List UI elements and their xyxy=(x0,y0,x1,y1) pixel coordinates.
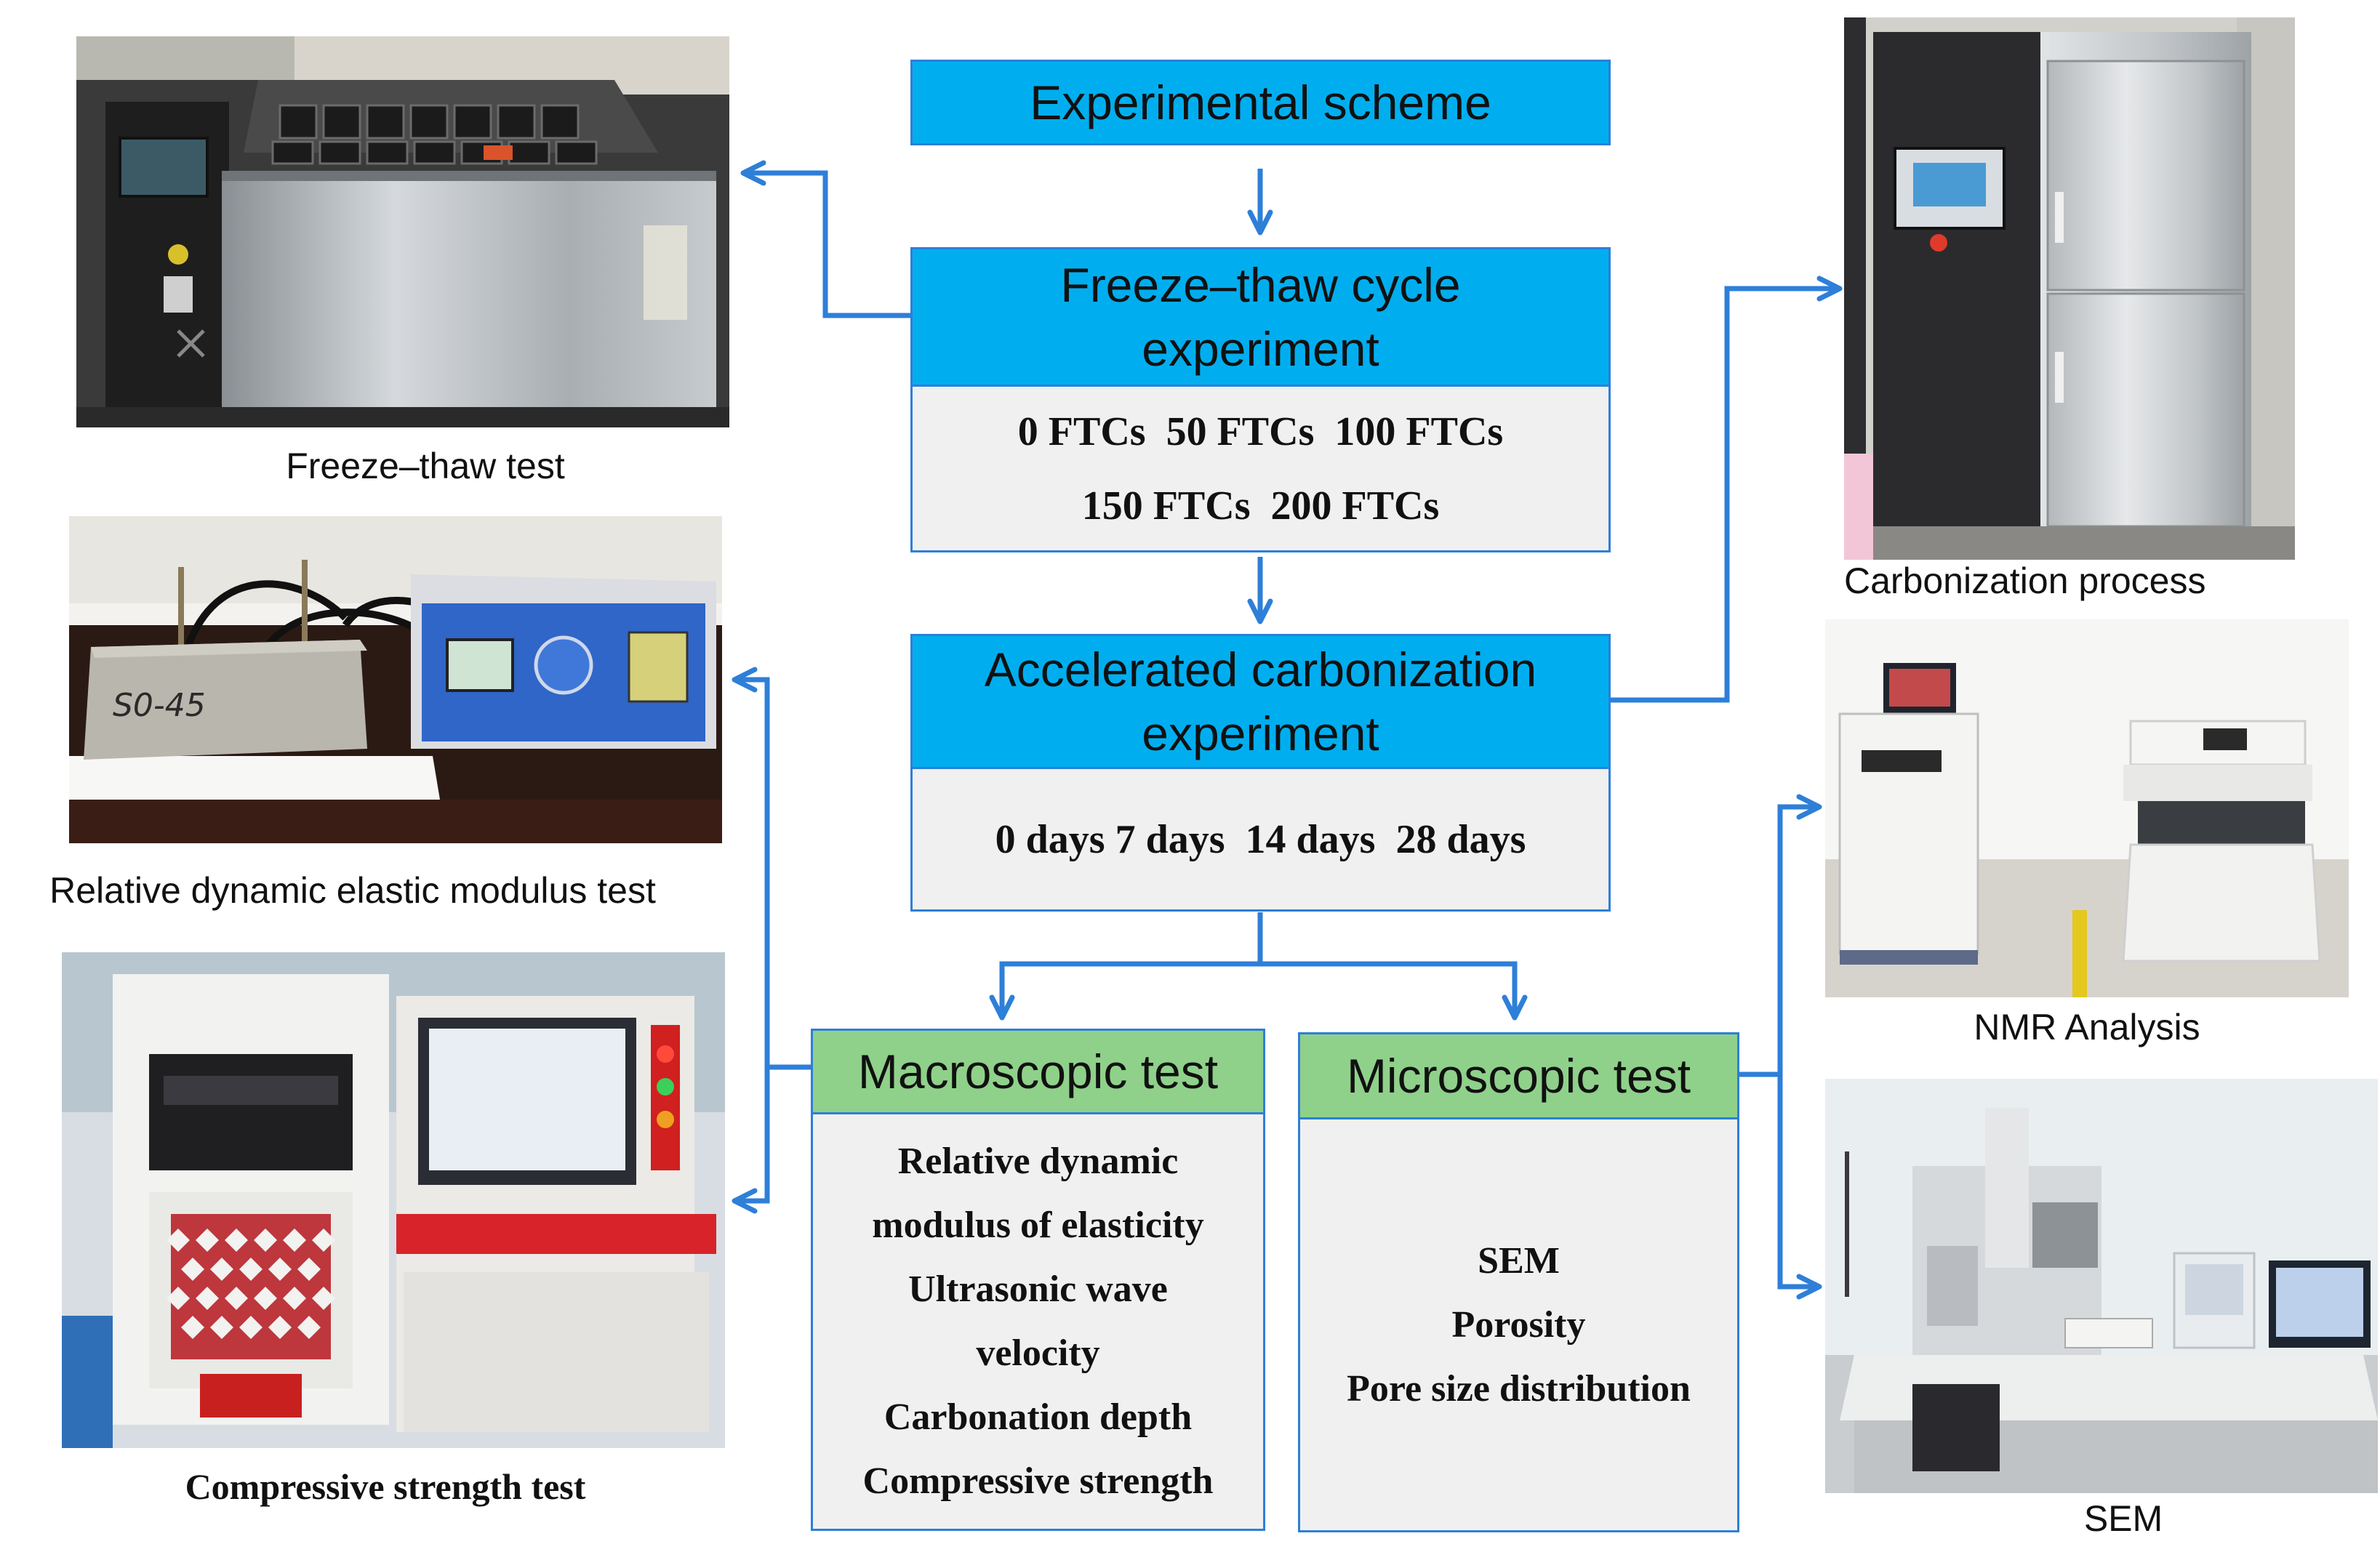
carbonization-photo xyxy=(1844,17,2295,560)
freeze-thaw-title-line-1: Freeze–thaw cycle xyxy=(1060,258,1461,312)
carbonization-duration-line: 0 days 7 days 14 days 28 days xyxy=(995,816,1526,862)
microscopic-item: SEM xyxy=(1478,1239,1560,1282)
freeze-thaw-header: Freeze–thaw cycle experiment xyxy=(910,247,1611,387)
experimental-scheme-title: Experimental scheme xyxy=(1030,76,1491,129)
macroscopic-item-line: modulus of elasticity xyxy=(872,1205,1204,1246)
freeze-thaw-cycles-line-1: 0 FTCs 50 FTCs 100 FTCs xyxy=(1017,409,1504,454)
arrow-carb-to-photo xyxy=(1610,276,1843,703)
specimen-mark: S0-45 xyxy=(113,687,206,724)
compressive-strength-photo-caption: Compressive strength test xyxy=(185,1466,586,1507)
arrow-freeze-to-photo xyxy=(740,160,910,318)
compressive-strength-photo xyxy=(62,952,725,1448)
arrow-carb-to-micro xyxy=(1260,961,1528,1021)
carbonization-photo-caption: Carbonization process xyxy=(1844,560,2206,601)
nmr-photo-caption: NMR Analysis xyxy=(1974,1007,2200,1048)
carbonization-durations: 0 days 7 days 14 days 28 days xyxy=(910,769,1611,912)
microscopic-header: Microscopic test xyxy=(1298,1032,1739,1119)
sem-photo-caption: SEM xyxy=(2083,1498,2163,1539)
arrow-macro-to-modulus xyxy=(732,667,811,1070)
arrow-micro-to-nmr xyxy=(1777,794,1822,1074)
macroscopic-items: Relative dynamic modulus of elasticity U… xyxy=(811,1114,1265,1531)
macroscopic-title: Macroscopic test xyxy=(857,1045,1219,1098)
dynamic-modulus-photo-caption: Relative dynamic elastic modulus test xyxy=(49,870,656,911)
freeze-thaw-photo xyxy=(76,36,729,427)
macroscopic-header: Macroscopic test xyxy=(811,1029,1265,1114)
carbonization-title-line-1: Accelerated carbonization xyxy=(984,643,1537,696)
macroscopic-item-line: velocity xyxy=(976,1332,1100,1374)
sem-photo xyxy=(1825,1079,2378,1493)
dynamic-modulus-photo: S0-45 xyxy=(69,516,722,843)
arrow-micro-to-sem xyxy=(1777,1074,1822,1300)
freeze-thaw-photo-caption: Freeze–thaw test xyxy=(286,446,565,486)
microscopic-item: Porosity xyxy=(1451,1303,1586,1346)
freeze-thaw-cycles-line-2: 150 FTCs 200 FTCs xyxy=(1081,483,1440,528)
macroscopic-item-line: Compressive strength xyxy=(862,1460,1214,1502)
arrow-macro-to-compressive xyxy=(732,1067,770,1214)
carbonization-header: Accelerated carbonization experiment xyxy=(910,634,1611,769)
experimental-scheme-box: Experimental scheme xyxy=(910,60,1611,145)
carbonization-title-line-2: experiment xyxy=(1142,707,1379,760)
microscopic-item: Pore size distribution xyxy=(1347,1367,1691,1410)
microscopic-title: Microscopic test xyxy=(1346,1049,1691,1103)
arrow-carb-to-macro xyxy=(989,912,1263,1021)
microscopic-items: SEM Porosity Pore size distribution xyxy=(1298,1119,1739,1532)
macroscopic-item-line: Carbonation depth xyxy=(884,1396,1193,1438)
freeze-thaw-title-line-2: experiment xyxy=(1142,322,1379,376)
nmr-photo xyxy=(1825,619,2349,997)
freeze-thaw-cycles: 0 FTCs 50 FTCs 100 FTCs 150 FTCs 200 FTC… xyxy=(910,387,1611,552)
macroscopic-item-line: Relative dynamic xyxy=(897,1141,1179,1182)
macroscopic-item-line: Ultrasonic wave xyxy=(908,1268,1168,1310)
